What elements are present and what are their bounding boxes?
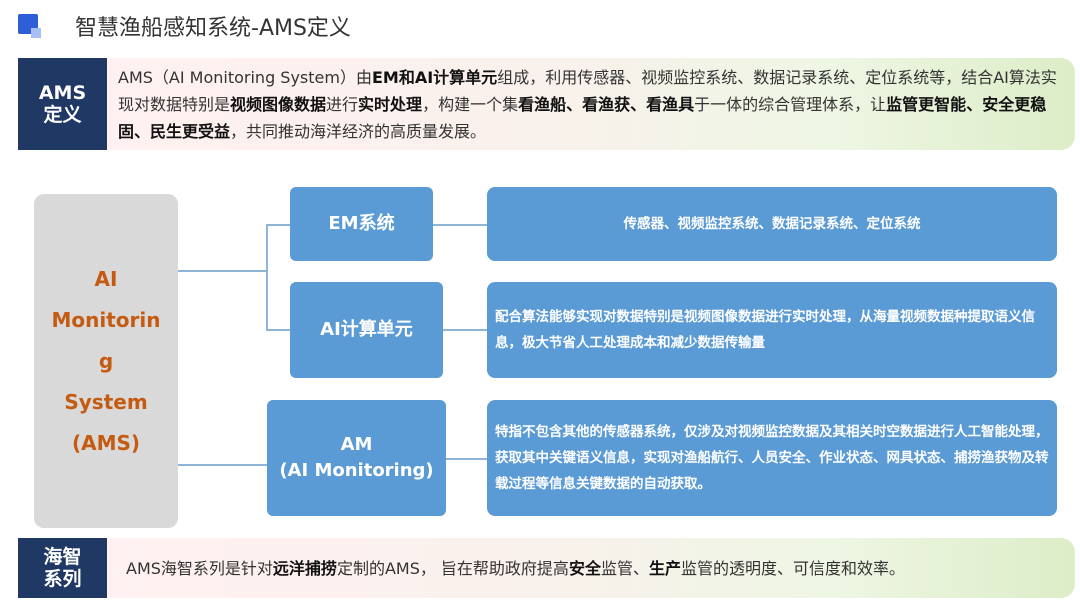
ams-root-line4: System [64, 389, 148, 414]
connector-root-em [178, 270, 268, 272]
definition-text-bold: 、 [134, 122, 151, 141]
haizhi-text-bold: 生产 [648, 559, 681, 578]
component-ai-unit: AI计算单元 [290, 282, 443, 378]
definition-text-bold: 实时处理 [358, 95, 423, 114]
haizhi-text: AMS海智系列是针对远洋捕捞定制的AMS， 旨在帮助政府提高安全监管、生产监管的… [126, 555, 1056, 582]
definition-text-bold: 安全更稳固 [118, 95, 1047, 141]
definition-text-bold: 、 [566, 95, 583, 114]
connector-em [266, 224, 290, 226]
definition-text-bold: EM和AI计算单元 [371, 68, 498, 87]
component-am-desc: 特指不包含其他的传感器系统，仅涉及对视频监控数据及其相关时空数据进行人工智能处理… [487, 400, 1057, 516]
component-am-label-line2: (AI Monitoring) [279, 460, 434, 481]
haizhi-text-bold: 安全 [568, 559, 601, 578]
ams-root-box: AI Monitorin g System (AMS) [34, 194, 178, 528]
definition-text: AMS（AI Monitoring System）由EM和AI计算单元组成，利用… [118, 64, 1064, 145]
haizhi-text-segment: 定制的AMS， 旨在帮助政府提高 [336, 559, 569, 578]
definition-text-segment: 于一体的综合管理体系，让 [694, 95, 887, 114]
definition-text-segment: ，共同推动海洋经济的高质量发展。 [230, 122, 487, 141]
haizhi-text-bold: 远洋捕捞 [272, 559, 337, 578]
definition-text-bold: 看渔船 [518, 95, 567, 114]
connector-ai-desc [443, 329, 487, 331]
haizhi-band [107, 538, 1075, 598]
haizhi-text-segment: 监管、 [600, 559, 649, 578]
definition-text-segment: ，构建一个集 [422, 95, 519, 114]
definition-text-segment: AMS（AI Monitoring System）由 [118, 68, 372, 87]
component-am-desc-text: 特指不包含其他的传感器系统，仅涉及对视频监控数据及其相关时空数据进行人工智能处理… [495, 424, 1049, 492]
definition-text-segment: 组成，利用传感器、视频监控系统、数据记录系统、定位系统等，结合AI算法实现对数据… [118, 68, 1057, 114]
component-em-desc-text: 传感器、视频监控系统、数据记录系统、定位系统 [623, 216, 921, 232]
definition-text-bold: 视频图像数据 [230, 95, 327, 114]
connector-vertical [266, 224, 268, 330]
component-em-desc: 传感器、视频监控系统、数据记录系统、定位系统 [487, 187, 1057, 261]
connector-ai-unit [266, 329, 290, 331]
definition-label: AMS 定义 [18, 58, 107, 150]
page-title: 智慧渔船感知系统-AMS定义 [75, 16, 351, 41]
definition-label-line2: 定义 [43, 104, 82, 126]
component-ai-unit-label: AI计算单元 [320, 319, 413, 340]
connector-am-desc [446, 458, 487, 460]
connector-em-desc [433, 224, 487, 226]
component-ai-unit-desc-text: 配合算法能够实现对数据特别是视频图像数据进行实时处理，从海量视频数据种提取语义信… [495, 309, 1035, 351]
ams-root-line1: AI [94, 266, 118, 291]
component-em-label: EM系统 [328, 213, 395, 234]
definition-text-bold: 监管更智能 [886, 95, 967, 114]
haizhi-label: 海智 系列 [18, 538, 107, 598]
ams-root-line5: (AMS) [71, 430, 141, 455]
ams-root-line2: Monitorin [51, 307, 161, 332]
haizhi-text-segment: AMS海智系列是针对 [126, 559, 273, 578]
definition-text-segment: 进行 [326, 95, 359, 114]
definition-text-bold: 看渔获 [582, 95, 631, 114]
component-am: AM (AI Monitoring) [267, 400, 446, 516]
component-am-label-line1: AM [340, 434, 373, 455]
connector-root-am [178, 464, 268, 466]
definition-band [107, 58, 1075, 150]
definition-text-bold: 看渔具 [646, 95, 695, 114]
definition-text-bold: 民生更受益 [150, 122, 231, 141]
definition-text-bold: 、 [966, 95, 983, 114]
component-ai-unit-desc: 配合算法能够实现对数据特别是视频图像数据进行实时处理，从海量视频数据种提取语义信… [487, 282, 1057, 378]
component-em: EM系统 [290, 187, 433, 261]
haizhi-text-segment: 监管的透明度、可信度和效率。 [680, 559, 905, 578]
definition-label-line1: AMS [38, 82, 87, 104]
haizhi-label-line1: 海智 [43, 546, 82, 568]
haizhi-label-line2: 系列 [43, 568, 82, 590]
title-marker-icon [18, 14, 41, 38]
ams-root-line3: g [98, 348, 114, 373]
definition-text-bold: 、 [630, 95, 647, 114]
